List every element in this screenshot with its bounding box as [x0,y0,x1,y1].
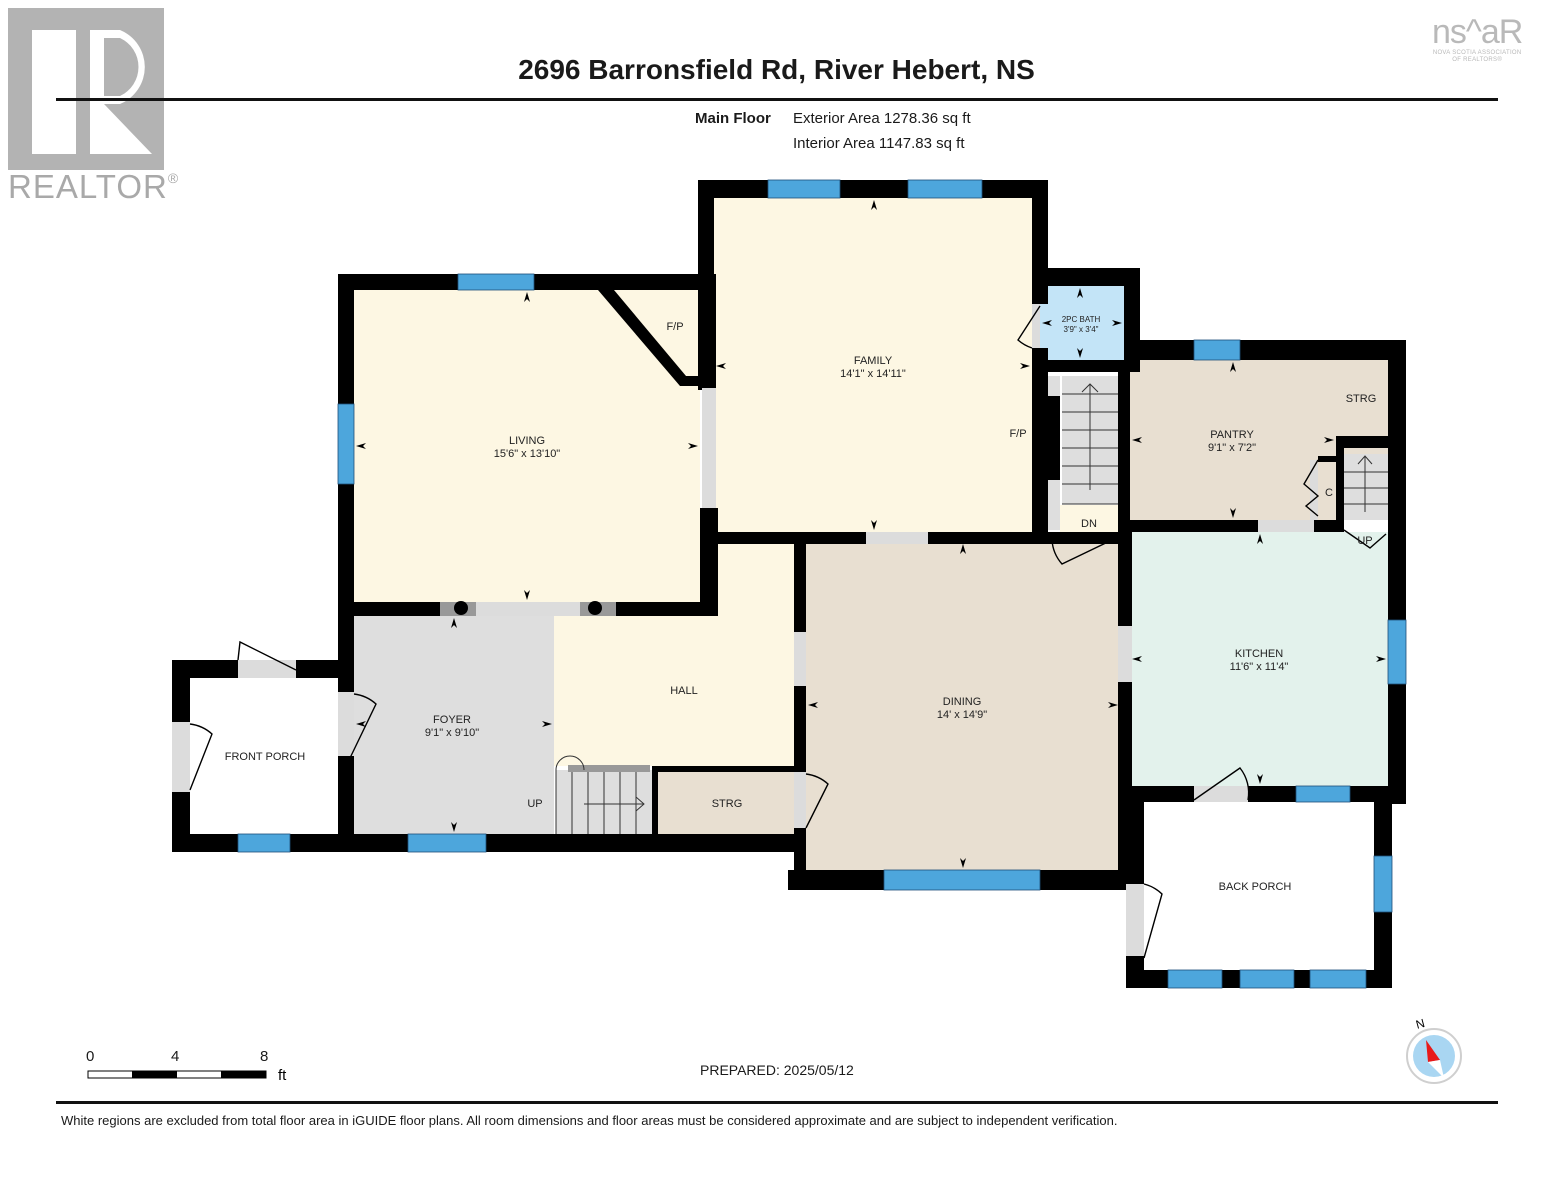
label-living: LIVING [509,435,545,447]
room-kitchen[interactable] [1130,532,1388,786]
label-living-fireplace: F/P [666,321,683,333]
svg-text:N: N [1414,1016,1426,1032]
label-back-porch: BACK PORCH [1219,881,1292,893]
realtor-logo [8,8,164,170]
nsar-logo: ns^aR NOVA SCOTIA ASSOCIATION OF REALTOR… [1432,13,1523,63]
interior-area: Interior Area 1147.83 sq ft [793,135,965,152]
svg-text:14'1" x 14'11": 14'1" x 14'11" [840,368,906,380]
windows [237,179,1407,989]
stair-treads [555,383,1388,834]
floor-label: Main Floor [695,110,771,127]
exterior-area: Exterior Area 1278.36 sq ft [793,110,971,127]
scale-label-4: 4 [171,1048,180,1065]
svg-text:11'6" x 11'4": 11'6" x 11'4" [1230,661,1289,673]
dimension-arrows [356,200,1386,868]
label-dining: DINING [943,696,982,708]
realtor-r-icon [32,30,152,154]
room-fills [354,198,1388,870]
label-hall-storage: STRG [712,798,743,810]
room-hall-storage[interactable] [656,770,794,834]
scale-label-8: 8 [260,1048,269,1065]
door-swings [189,305,1387,959]
label-stairs-up-kitchen: UP [1357,535,1372,547]
room-bath[interactable] [1040,286,1124,360]
room-living[interactable] [354,290,700,602]
scale-bar: ft [87,1067,287,1084]
svg-text:ft: ft [278,1067,287,1084]
label-pantry-storage: STRG [1346,393,1377,405]
room-dining[interactable] [806,542,1120,870]
header-divider [56,98,1498,101]
disclaimer: White regions are excluded from total fl… [61,1113,1118,1128]
label-front-porch: FRONT PORCH [225,751,306,763]
realtor-wordmark: REALTOR® [8,168,180,205]
nsar-wordmark: ns^aR [1432,13,1523,51]
svg-text:15'6" x 13'10": 15'6" x 13'10" [494,448,561,460]
footer-divider [56,1101,1498,1104]
svg-text:3'9" x 3'4": 3'9" x 3'4" [1064,325,1099,334]
label-pantry: PANTRY [1210,429,1254,441]
label-stairs-up-foyer: UP [527,798,542,810]
svg-text:9'1" x 7'2": 9'1" x 7'2" [1208,442,1256,454]
page-title: 2696 Barronsfield Rd, River Hebert, NS [518,54,1035,85]
label-family: FAMILY [854,355,893,367]
room-labels: LIVING 15'6" x 13'10" F/P FAMILY 14'1" x… [225,315,1377,893]
room-hall[interactable] [554,616,794,766]
label-closet: C [1325,487,1333,499]
openings [172,304,1318,956]
columns [454,601,602,615]
scale-label-0: 0 [86,1048,95,1065]
svg-text:9'1" x 9'10": 9'1" x 9'10" [425,727,479,739]
label-family-fireplace: F/P [1009,428,1026,440]
label-stairs-down: DN [1081,518,1097,530]
compass-icon: N [1406,1016,1462,1084]
svg-text:14' x 14'9": 14' x 14'9" [937,709,987,721]
label-foyer: FOYER [433,714,471,726]
room-foyer[interactable] [354,616,554,834]
label-bath: 2PC BATH [1062,315,1101,324]
label-hall: HALL [670,685,698,697]
room-family[interactable] [714,198,1032,532]
label-kitchen: KITCHEN [1235,648,1283,660]
prepared-date: PREPARED: 2025/05/12 [700,1062,854,1078]
